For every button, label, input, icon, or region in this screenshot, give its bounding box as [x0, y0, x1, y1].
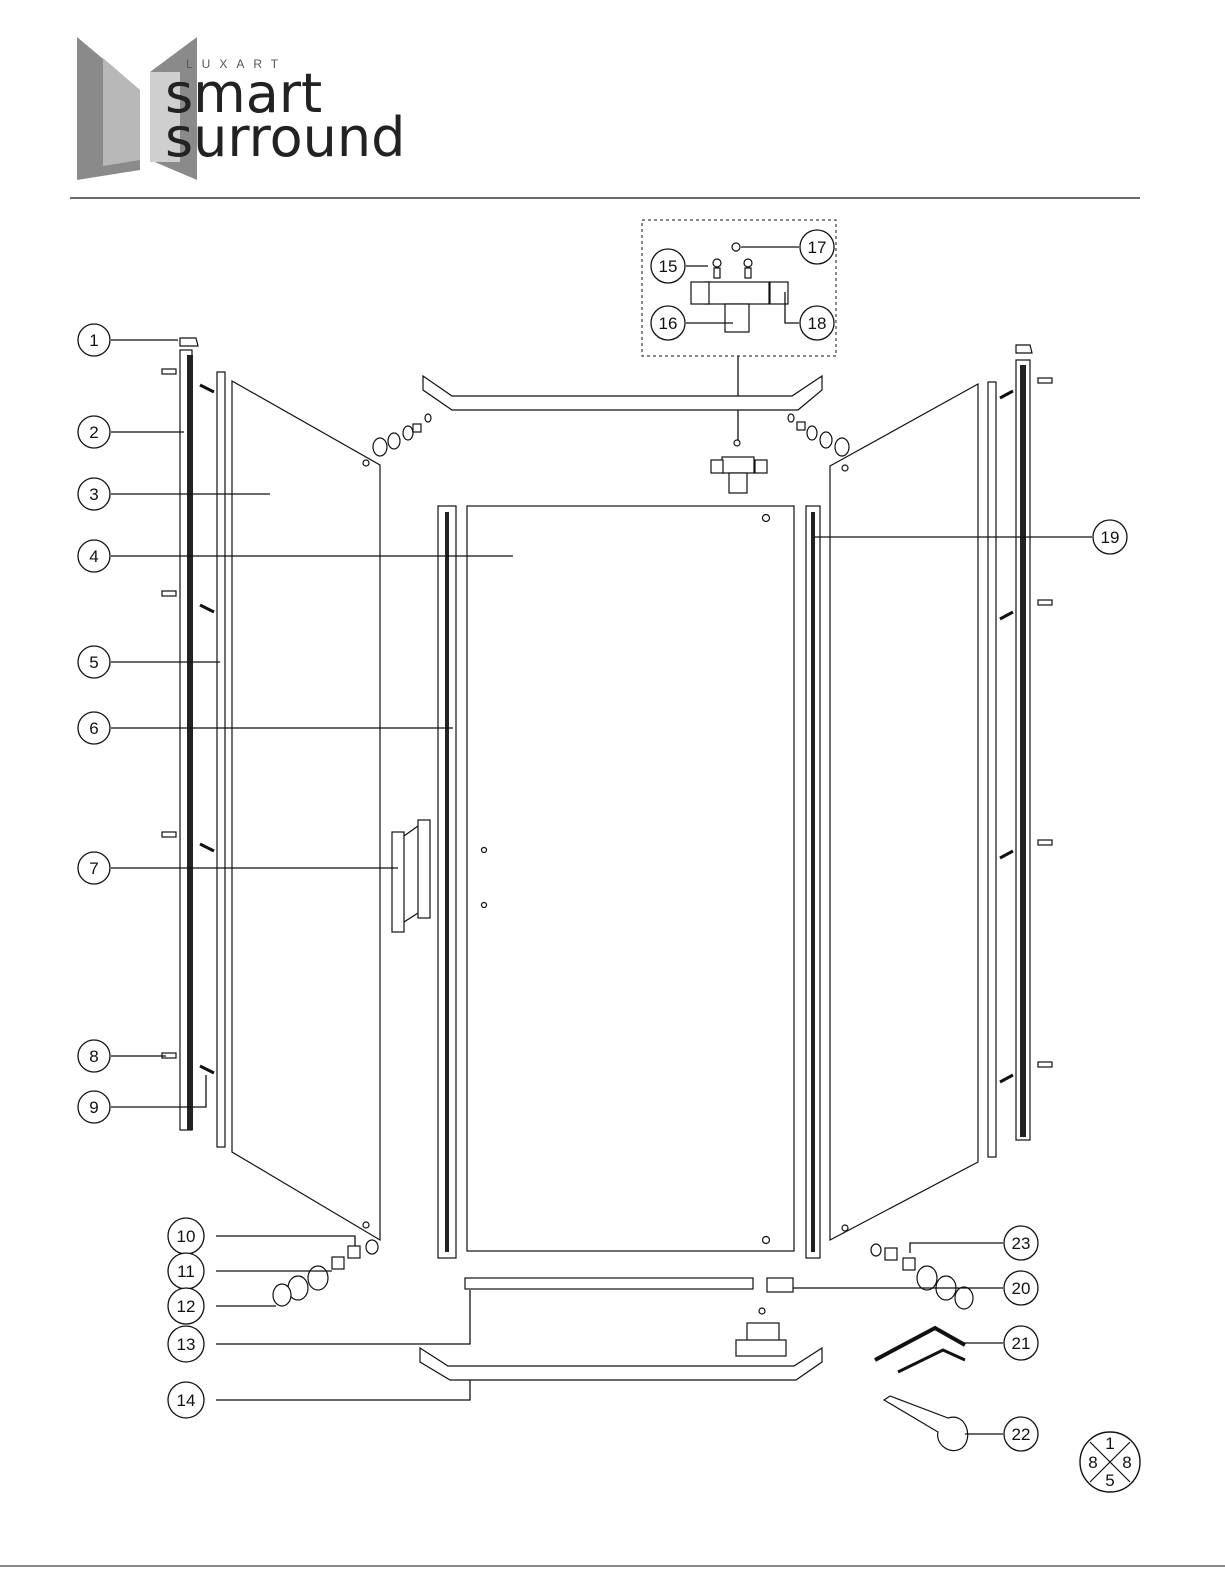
callout-23-label: 23 — [1012, 1234, 1031, 1253]
callout-8-label: 8 — [89, 1047, 98, 1066]
callout-18: 18 — [800, 306, 834, 340]
left-top-hinge-hardware — [373, 414, 431, 456]
callout-20-label: 20 — [1012, 1279, 1031, 1298]
page-badge-top: 1 — [1105, 1434, 1114, 1453]
callout-15-label: 15 — [659, 257, 678, 276]
callout-23: 23 — [1004, 1226, 1038, 1260]
callout-16-label: 16 — [659, 314, 678, 333]
callout-6-label: 6 — [89, 719, 98, 738]
page-badge-bottom: 5 — [1105, 1471, 1114, 1490]
logo-line-surround: surround — [165, 106, 405, 169]
bottom-hinge-bracket — [736, 1308, 786, 1356]
callout-14-label: 14 — [177, 1391, 196, 1410]
center-door-glass — [467, 506, 794, 1251]
callout-5-label: 5 — [89, 653, 98, 672]
callout-11: 11 — [168, 1253, 204, 1289]
brand-logo: LUXART smart surround — [77, 37, 405, 180]
callout-15: 15 — [651, 249, 685, 283]
callout-1-label: 1 — [89, 331, 98, 350]
callout-12-label: 12 — [177, 1297, 196, 1316]
callout-13: 13 — [168, 1326, 204, 1362]
callout-8: 8 — [78, 1040, 110, 1072]
top-hinge-bracket — [711, 440, 767, 493]
callout-6: 6 — [78, 712, 110, 744]
callout-10: 10 — [168, 1218, 204, 1254]
sweep-end-cap — [767, 1278, 793, 1292]
page-badge: 1 8 8 5 — [1080, 1432, 1140, 1492]
callout-16: 16 — [651, 306, 685, 340]
callout-10-label: 10 — [177, 1227, 196, 1246]
callout-22: 22 — [1004, 1417, 1038, 1451]
callout-9: 9 — [78, 1091, 110, 1123]
callout-20: 20 — [1004, 1271, 1038, 1305]
bottom-sweep — [465, 1278, 753, 1289]
allen-keys — [875, 1328, 965, 1372]
callout-5: 5 — [78, 646, 110, 678]
callout-7: 7 — [78, 852, 110, 884]
callout-3: 3 — [78, 478, 110, 510]
left-glass-panel — [232, 381, 380, 1240]
callout-2-label: 2 — [89, 423, 98, 442]
callout-19: 19 — [1093, 520, 1127, 554]
callout-13-label: 13 — [177, 1335, 196, 1354]
callout-4-label: 4 — [89, 547, 98, 566]
callout-21: 21 — [1004, 1326, 1038, 1360]
callout-2: 2 — [78, 416, 110, 448]
wrench-tool — [884, 1396, 968, 1451]
callout-12: 12 — [168, 1288, 204, 1324]
callout-3-label: 3 — [89, 485, 98, 504]
callout-4: 4 — [78, 540, 110, 572]
right-glass-panel — [830, 384, 978, 1240]
page-badge-left: 8 — [1088, 1453, 1097, 1472]
callout-11-label: 11 — [177, 1262, 195, 1281]
callout-19-label: 19 — [1101, 528, 1120, 547]
callout-21-label: 21 — [1012, 1334, 1031, 1353]
callout-17: 17 — [800, 230, 834, 264]
callout-14: 14 — [168, 1382, 204, 1418]
left-bottom-hinge-hardware — [273, 1240, 378, 1306]
callout-1: 1 — [78, 324, 110, 356]
right-top-hinge-hardware — [788, 414, 849, 456]
callout-22-label: 22 — [1012, 1425, 1031, 1444]
right-bottom-hinge-hardware — [871, 1244, 973, 1309]
door-handle — [392, 820, 430, 932]
right-wall-profiles — [988, 345, 1032, 1157]
callout-9-label: 9 — [89, 1098, 98, 1117]
left-wall-profiles — [180, 338, 225, 1147]
page-badge-right: 8 — [1122, 1453, 1131, 1472]
callout-7-label: 7 — [89, 859, 98, 878]
callout-17-label: 17 — [808, 238, 827, 257]
callout-18-label: 18 — [808, 314, 827, 333]
top-rail — [423, 376, 822, 410]
